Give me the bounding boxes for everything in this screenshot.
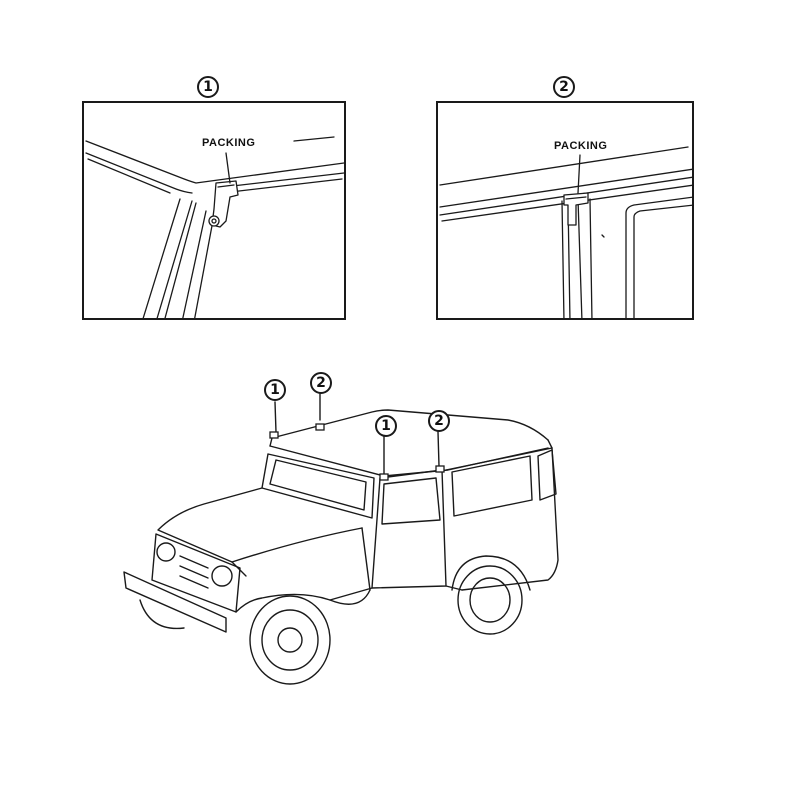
rear-window-1 xyxy=(451,455,533,517)
front-bumper xyxy=(123,571,227,633)
vehicle-callout-2a: 2 xyxy=(310,372,332,394)
marker-2a xyxy=(315,423,325,431)
packing-leader-1 xyxy=(225,152,231,184)
rear-window-2 xyxy=(537,449,557,501)
panel-2-drawing xyxy=(439,146,692,318)
panel-2-packing-label: PACKING xyxy=(554,140,608,152)
rear-wheel xyxy=(457,565,523,635)
door-window xyxy=(381,477,441,525)
front-door xyxy=(371,469,447,589)
marker-1b xyxy=(379,473,389,481)
panel-1-packing-label: PACKING xyxy=(202,137,256,149)
detail-panel-2: PACKING xyxy=(436,101,694,320)
vehicle-callout-2b: 2 xyxy=(428,410,450,432)
vehicle-callout-1b: 1 xyxy=(375,415,397,437)
roof-edge-outer xyxy=(85,140,344,184)
packing-bracket-2 xyxy=(563,192,589,226)
headlight-left xyxy=(156,542,176,562)
roof-outline xyxy=(271,409,549,441)
headlight-right xyxy=(211,565,233,587)
marker-1a xyxy=(269,431,279,439)
packing-leader-2 xyxy=(577,154,581,194)
windshield xyxy=(261,453,375,519)
panel-1-number: 1 xyxy=(197,76,219,98)
front-wheel xyxy=(249,595,331,685)
panel-1-drawing xyxy=(85,136,344,318)
detail-panel-1: PACKING xyxy=(82,101,346,320)
panel-2-number: 2 xyxy=(553,76,575,98)
marker-2b xyxy=(435,465,445,473)
vehicle-callout-1a: 1 xyxy=(264,379,286,401)
roof-edge-inner xyxy=(85,152,193,194)
hood xyxy=(157,487,363,563)
packing-bracket-1 xyxy=(211,180,239,228)
